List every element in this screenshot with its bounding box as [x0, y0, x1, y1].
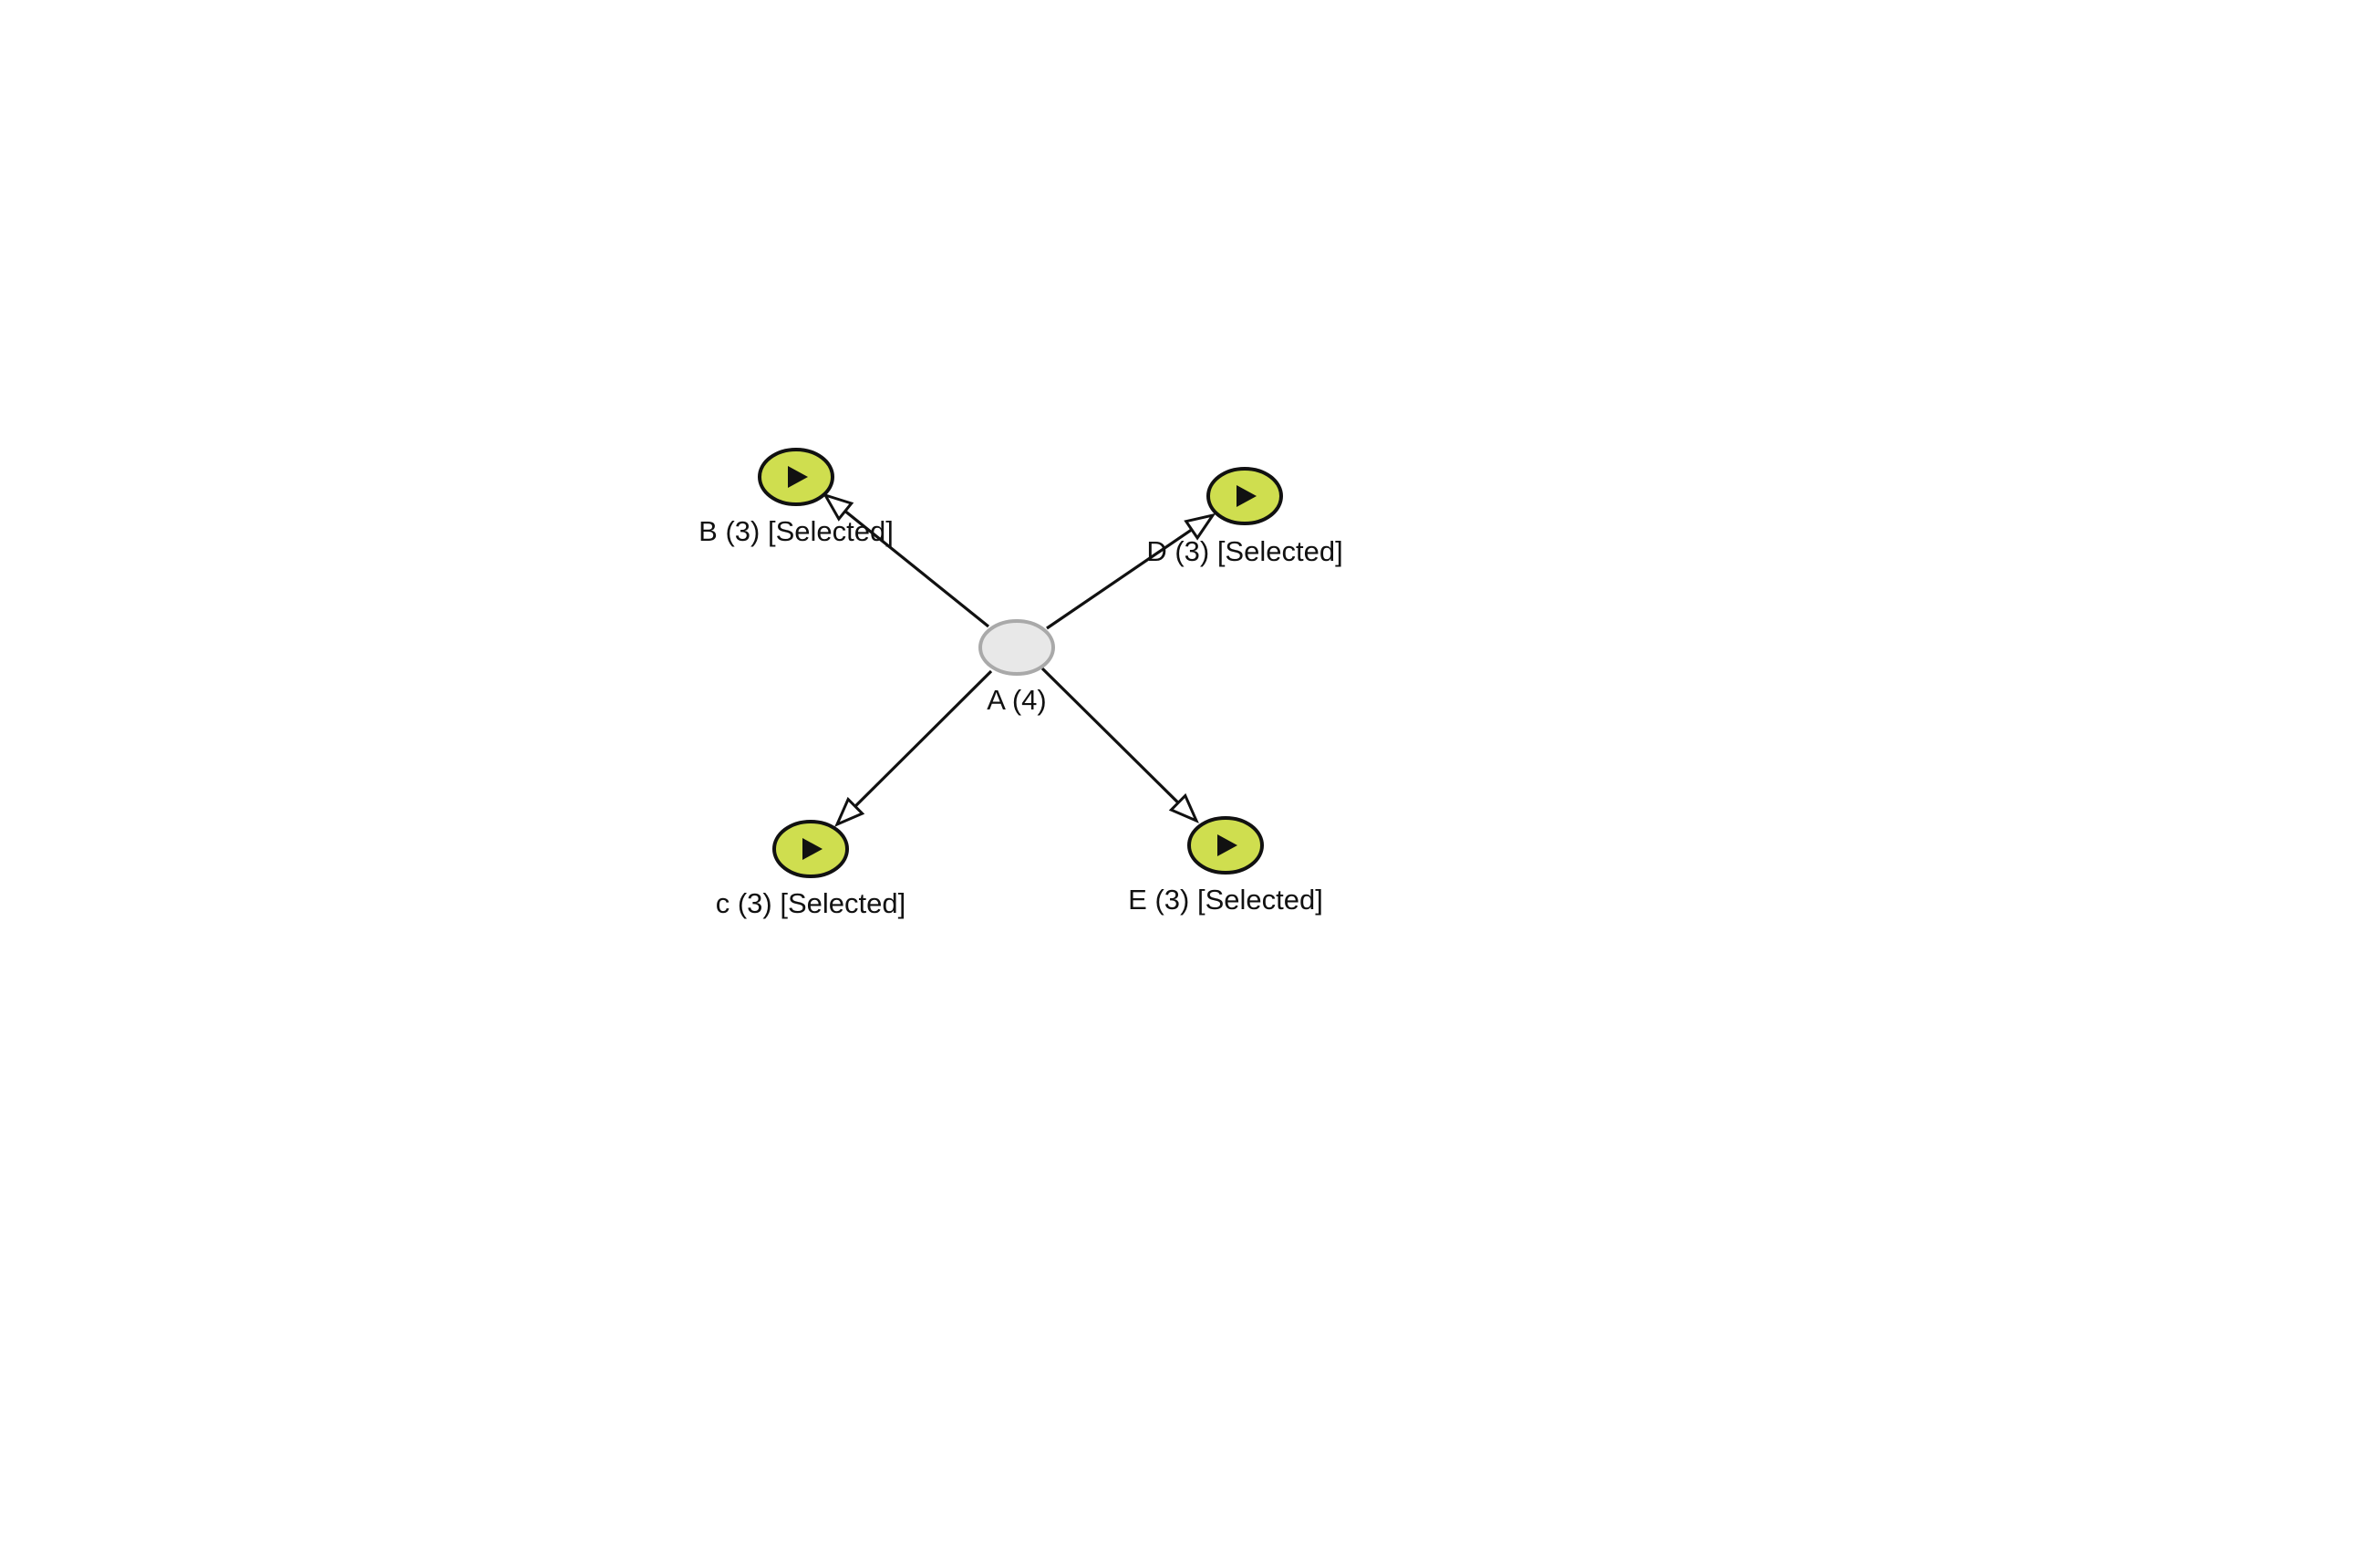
node-label: E (3) [Selected] — [1128, 884, 1323, 916]
edge-line — [843, 510, 990, 628]
node-c[interactable]: c (3) [Selected] — [716, 820, 905, 919]
edge-a-to-b — [822, 492, 990, 628]
arrowhead-icon — [1168, 792, 1199, 823]
play-icon — [802, 838, 823, 860]
edge-line — [1046, 528, 1193, 630]
node-e[interactable]: E (3) [Selected] — [1128, 816, 1323, 916]
nodes-layer: A (4) B (3) [Selected] D (3) [Selected] c (… — [698, 448, 1343, 919]
play-icon — [788, 466, 808, 488]
edge-a-to-e — [1040, 667, 1199, 823]
node-b[interactable]: B (3) [Selected] — [698, 448, 894, 547]
node-label: c (3) [Selected] — [716, 887, 905, 919]
arrowhead-icon — [1184, 512, 1216, 541]
node-label: A (4) — [987, 684, 1046, 716]
play-icon — [1237, 485, 1257, 507]
edge-a-to-d — [1046, 512, 1216, 630]
play-icon — [1217, 834, 1237, 856]
node-shape[interactable] — [978, 619, 1055, 676]
node-d[interactable]: D (3) [Selected] — [1146, 467, 1343, 567]
edge-line — [1040, 667, 1180, 804]
edges-layer — [822, 492, 1216, 827]
edge-a-to-c — [834, 669, 993, 827]
node-label: B (3) [Selected] — [698, 515, 894, 547]
edge-line — [854, 669, 993, 808]
arrowhead-icon — [822, 492, 854, 522]
node-a[interactable]: A (4) — [978, 619, 1055, 716]
node-label: D (3) [Selected] — [1146, 535, 1342, 567]
arrowhead-icon — [834, 796, 865, 827]
